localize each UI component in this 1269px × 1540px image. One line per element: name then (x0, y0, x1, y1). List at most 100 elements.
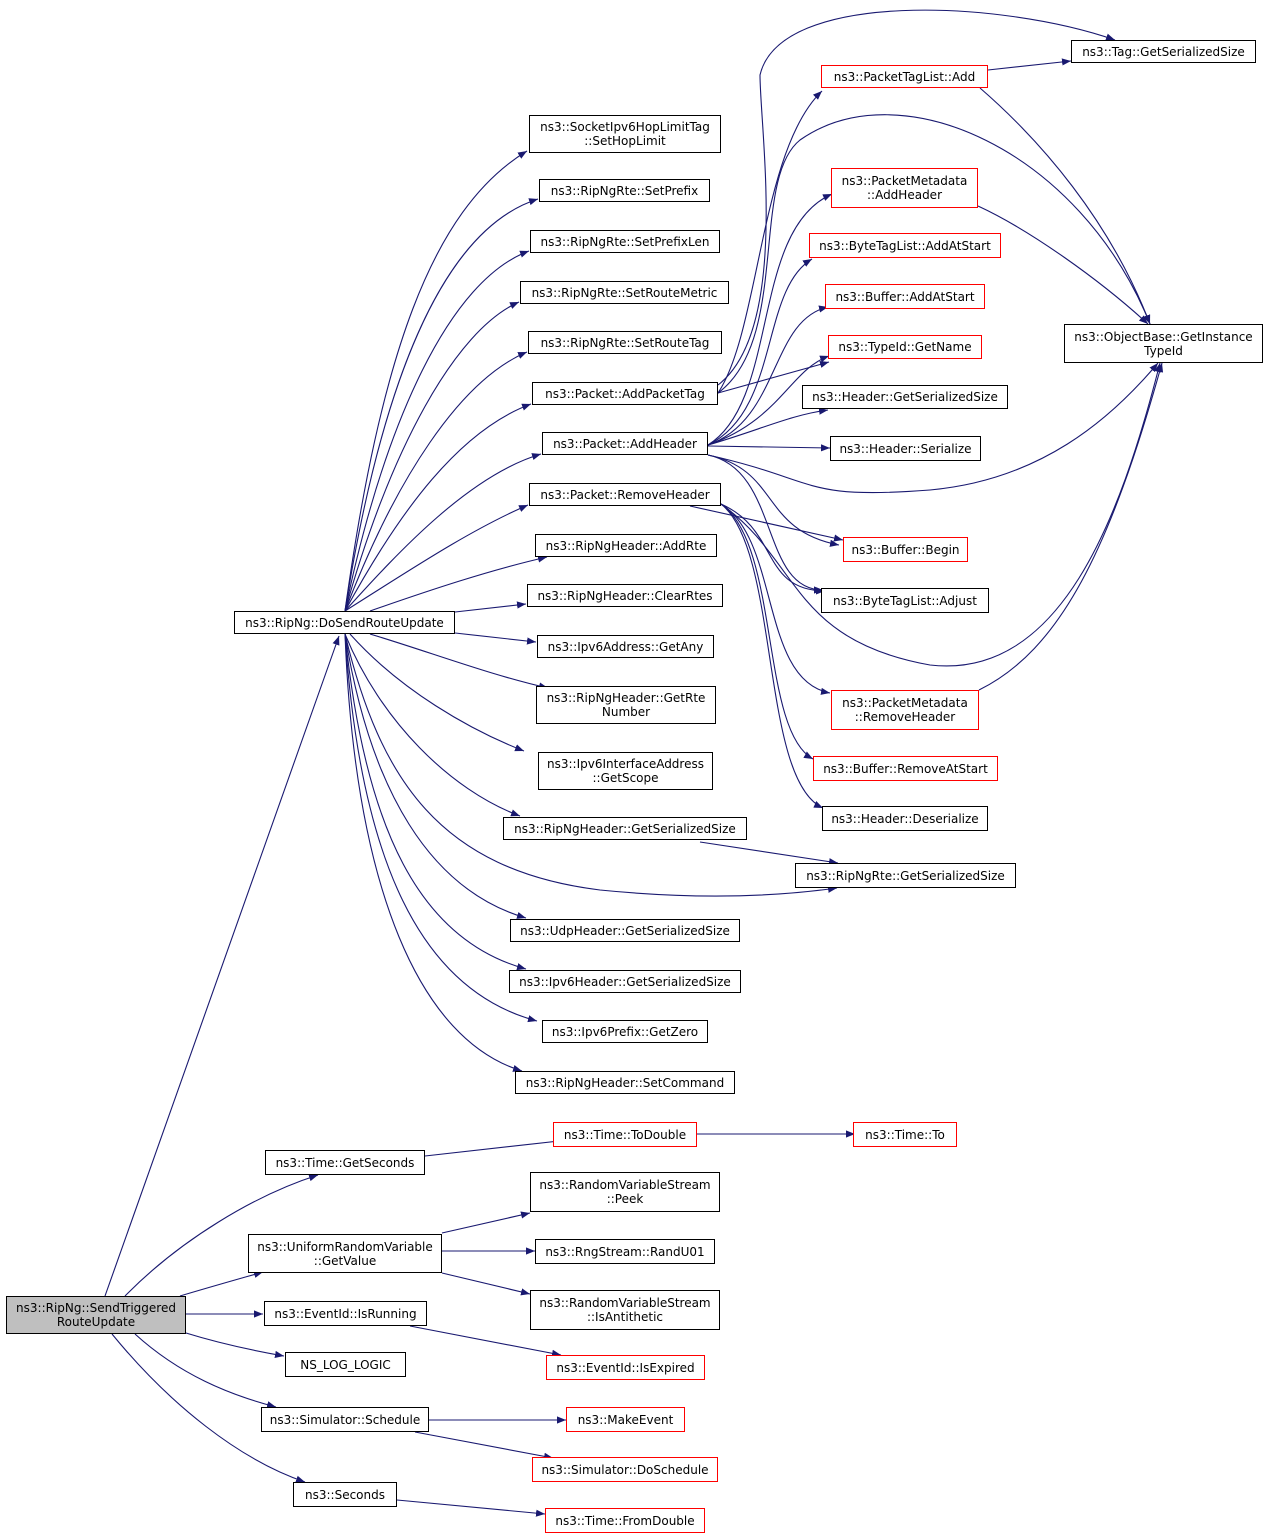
node-random-variable-stream-is-antithetic[interactable]: ns3::RandomVariableStream ::IsAntithetic (530, 1290, 720, 1330)
node-header-serialize[interactable]: ns3::Header::Serialize (830, 436, 981, 461)
node-ripng-header-set-command[interactable]: ns3::RipNgHeader::SetCommand (515, 1071, 735, 1094)
node-label: ns3::EventId::IsRunning (274, 1306, 417, 1321)
node-set-route-metric[interactable]: ns3::RipNgRte::SetRouteMetric (520, 281, 729, 304)
node-time-get-seconds[interactable]: ns3::Time::GetSeconds (265, 1150, 425, 1175)
edge-do-send-to-remove-header (344, 504, 529, 612)
node-label-line: ns3::RandomVariableStream (539, 1178, 711, 1192)
node-seconds[interactable]: ns3::Seconds (293, 1482, 397, 1507)
node-time-to[interactable]: ns3::Time::To (853, 1122, 957, 1147)
node-label: ns3::Packet::RemoveHeader (540, 487, 710, 502)
node-ns-log-logic[interactable]: NS_LOG_LOGIC (285, 1352, 406, 1377)
edge-add-header-to-pm-add-header (707, 193, 833, 446)
node-label-line: ns3::SocketIpv6HopLimitTag (540, 120, 710, 134)
edge-do-send-to-ripng-header-gss (344, 633, 521, 817)
node-label: ns3::Packet::AddPacketTag (545, 386, 705, 401)
node-simulator-do-schedule[interactable]: ns3::Simulator::DoSchedule (532, 1457, 718, 1482)
node-simulator-schedule[interactable]: ns3::Simulator::Schedule (261, 1407, 429, 1432)
edge-ptl-add-to-tag-gss (987, 58, 1072, 71)
node-label: ns3::Ipv6Prefix::GetZero (551, 1024, 699, 1039)
node-set-prefix-len[interactable]: ns3::RipNgRte::SetPrefixLen (530, 230, 720, 253)
node-header-get-serialized-size[interactable]: ns3::Header::GetSerializedSize (802, 385, 1008, 409)
edge-do-send-to-add-rte (369, 555, 548, 612)
edge-do-send-to-add-header (344, 453, 542, 612)
edge-urv-get-value-to-is-antithetic (441, 1272, 531, 1296)
edge-add-header-to-btl-add-at-start (707, 258, 813, 446)
node-object-base-get-instance-typeid[interactable]: ns3::ObjectBase::GetInstance TypeId (1064, 324, 1263, 363)
node-udp-header-get-serialized-size[interactable]: ns3::UdpHeader::GetSerializedSize (510, 919, 740, 942)
node-label: ns3::Seconds (305, 1487, 385, 1502)
node-label-line: ::GetValue (313, 1253, 377, 1268)
edge-remove-header-to-pm-remove-header (720, 503, 831, 695)
node-typeid-get-name[interactable]: ns3::TypeId::GetName (828, 335, 982, 359)
edge-root-to-ns-log-logic (185, 1332, 285, 1358)
edge-root-to-time-get-seconds (124, 1174, 319, 1297)
node-label-line: ::RemoveHeader (854, 710, 956, 724)
node-buffer-remove-at-start[interactable]: ns3::Buffer::RemoveAtStart (813, 756, 998, 781)
node-packet-add-packet-tag[interactable]: ns3::Packet::AddPacketTag (532, 382, 718, 405)
node-label: ns3::Tag::GetSerializedSize (1082, 44, 1245, 59)
node-ripng-header-clear-rtes[interactable]: ns3::RipNgHeader::ClearRtes (527, 584, 723, 607)
node-buffer-begin[interactable]: ns3::Buffer::Begin (843, 537, 968, 562)
node-ripng-header-get-serialized-size[interactable]: ns3::RipNgHeader::GetSerializedSize (503, 817, 747, 840)
node-ripng-rte-get-serialized-size[interactable]: ns3::RipNgRte::GetSerializedSize (795, 863, 1016, 888)
node-ripng-header-add-rte[interactable]: ns3::RipNgHeader::AddRte (535, 534, 717, 557)
edge-seconds-to-from-double (396, 1499, 546, 1517)
node-send-triggered-route-update: ns3::RipNg::SendTriggered RouteUpdate (6, 1296, 186, 1334)
node-set-prefix[interactable]: ns3::RipNgRte::SetPrefix (539, 179, 710, 202)
node-label-line: ns3::ObjectBase::GetInstance (1074, 329, 1253, 344)
node-label-line: RouteUpdate (56, 1315, 136, 1329)
node-eventid-is-expired[interactable]: ns3::EventId::IsExpired (546, 1355, 705, 1380)
node-packet-add-header[interactable]: ns3::Packet::AddHeader (542, 432, 708, 455)
node-label: ns3::RipNgHeader::SetCommand (525, 1075, 725, 1090)
node-ripng-header-get-rte-number[interactable]: ns3::RipNgHeader::GetRte Number (536, 686, 716, 724)
edge-do-send-to-get-rte-number (369, 633, 549, 690)
node-byte-tag-list-add-at-start[interactable]: ns3::ByteTagList::AddAtStart (809, 233, 1001, 258)
edge-root-to-urv-get-value (179, 1271, 264, 1297)
node-packet-tag-list-add[interactable]: ns3::PacketTagList::Add (821, 65, 988, 88)
edge-time-get-seconds-to-to-double (424, 1137, 569, 1157)
node-rng-stream-rand-u01[interactable]: ns3::RngStream::RandU01 (535, 1239, 715, 1264)
node-set-hop-limit[interactable]: ns3::SocketIpv6HopLimitTag ::SetHopLimit (529, 115, 721, 153)
node-label: ns3::PacketTagList::Add (833, 69, 976, 84)
node-label: ns3::Simulator::DoSchedule (541, 1462, 709, 1477)
edge-do-send-to-get-any (454, 632, 537, 645)
node-ipv6-header-get-serialized-size[interactable]: ns3::Ipv6Header::GetSerializedSize (509, 970, 741, 993)
node-label: ns3::RipNgHeader::GetSerializedSize (514, 821, 736, 836)
edge-do-send-to-clear-rtes (454, 601, 527, 613)
edge-do-send-to-ripng-rte-gss (344, 633, 838, 897)
node-label: ns3::Time::FromDouble (555, 1513, 695, 1528)
node-label: ns3::Ipv6Address::GetAny (547, 639, 704, 654)
node-do-send-route-update[interactable]: ns3::RipNg::DoSendRouteUpdate (234, 611, 455, 634)
node-ipv6-address-get-any[interactable]: ns3::Ipv6Address::GetAny (537, 635, 714, 658)
edge-pm-remove-header-to-get-instance (978, 362, 1164, 691)
node-label: ns3::RipNg::DoSendRouteUpdate (245, 615, 444, 630)
edge-root-to-simulator-schedule (134, 1333, 277, 1409)
node-uniform-random-variable-get-value[interactable]: ns3::UniformRandomVariable ::GetValue (248, 1234, 442, 1273)
node-buffer-add-at-start[interactable]: ns3::Buffer::AddAtStart (825, 284, 985, 309)
node-time-to-double[interactable]: ns3::Time::ToDouble (553, 1122, 697, 1147)
node-packet-metadata-remove-header[interactable]: ns3::PacketMetadata ::RemoveHeader (831, 690, 979, 730)
edge-do-send-to-set-route-tag (344, 351, 528, 612)
node-eventid-is-running[interactable]: ns3::EventId::IsRunning (264, 1301, 427, 1326)
node-header-deserialize[interactable]: ns3::Header::Deserialize (822, 806, 988, 831)
node-packet-metadata-add-header[interactable]: ns3::PacketMetadata ::AddHeader (831, 168, 978, 208)
node-label: ns3::MakeEvent (577, 1412, 674, 1427)
edge-remove-header-to-btl-adjust (720, 503, 826, 595)
node-label: ns3::RngStream::RandU01 (545, 1244, 705, 1259)
node-tag-get-serialized-size[interactable]: ns3::Tag::GetSerializedSize (1071, 40, 1256, 63)
node-set-route-tag[interactable]: ns3::RipNgRte::SetRouteTag (528, 331, 722, 354)
node-ipv6-prefix-get-zero[interactable]: ns3::Ipv6Prefix::GetZero (542, 1020, 708, 1043)
node-label: ns3::Buffer::RemoveAtStart (823, 761, 988, 776)
node-packet-remove-header[interactable]: ns3::Packet::RemoveHeader (529, 483, 721, 506)
node-label: ns3::ByteTagList::AddAtStart (819, 238, 991, 253)
node-byte-tag-list-adjust[interactable]: ns3::ByteTagList::Adjust (821, 588, 989, 613)
node-time-from-double[interactable]: ns3::Time::FromDouble (545, 1508, 705, 1533)
node-random-variable-stream-peek[interactable]: ns3::RandomVariableStream ::Peek (530, 1172, 720, 1212)
edge-root-to-seconds (111, 1333, 306, 1483)
node-ipv6-interface-address-get-scope[interactable]: ns3::Ipv6InterfaceAddress ::GetScope (538, 752, 713, 790)
node-make-event[interactable]: ns3::MakeEvent (566, 1407, 685, 1432)
node-label: ns3::RipNgRte::GetSerializedSize (806, 868, 1005, 883)
edge-do-send-to-set-route-metric (344, 301, 520, 612)
edge-add-header-to-get-name (707, 355, 830, 446)
edge-add-header-to-get-instance (707, 362, 1159, 494)
